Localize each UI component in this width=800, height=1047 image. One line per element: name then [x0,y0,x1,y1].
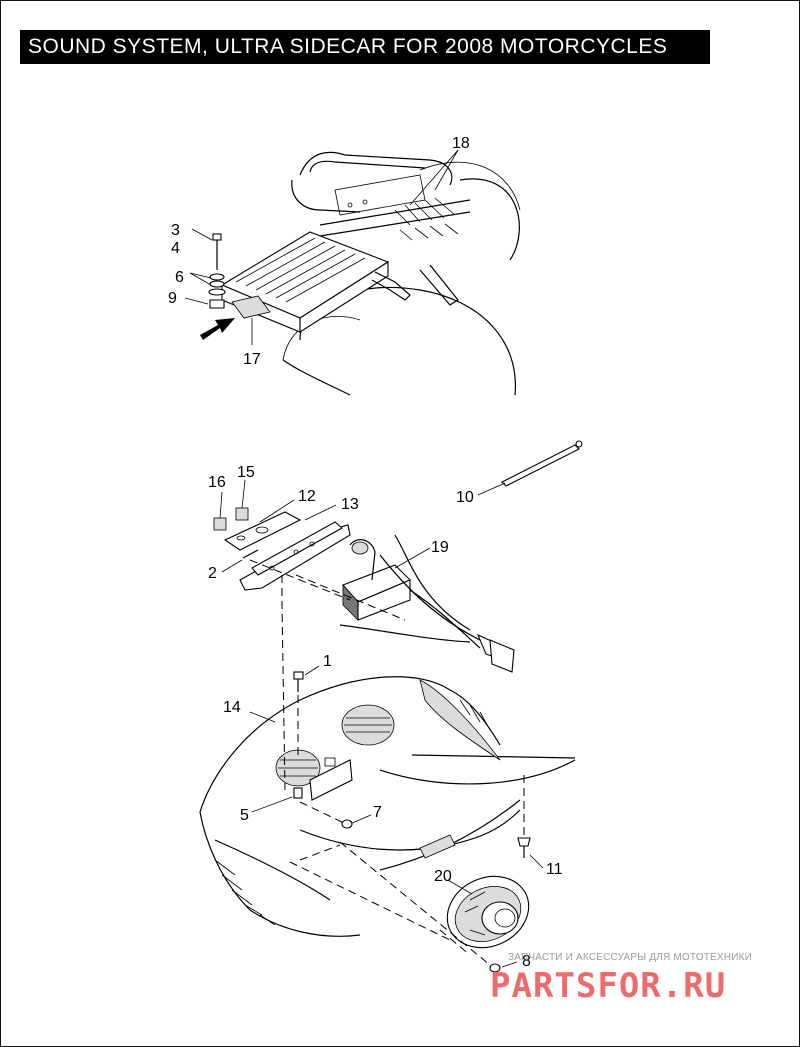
callout-18: 18 [452,135,470,152]
screw-2 [242,549,259,559]
spacer-5 [293,787,303,799]
callout-13: 13 [341,496,359,513]
bolt-washer-stack [208,233,226,309]
callout-5: 5 [240,807,249,824]
callout-8: 8 [522,953,531,970]
callout-7: 7 [373,804,382,821]
page-title: SOUND SYSTEM, ULTRA SIDECAR FOR 2008 MOT… [20,30,710,64]
callout-17: 17 [243,351,261,368]
nut-8 [489,963,501,973]
speed-nut-16 [213,517,227,531]
callout-11: 11 [546,861,563,878]
gasket-12 [223,511,302,551]
watermark-logo: PARTSFOR.RU [490,966,726,1006]
callout-3: 3 [171,222,180,239]
cable-tie [501,440,583,487]
callout-1: 1 [323,653,332,670]
callout-19: 19 [431,539,449,556]
callout-15: 15 [237,464,255,481]
callout-14: 14 [223,699,241,716]
callout-4: 4 [171,240,180,257]
callout-2: 2 [208,565,217,582]
callout-10: 10 [456,489,474,506]
speed-nut-15 [235,507,249,521]
callout-leaders [184,149,544,968]
watermark-subtitle: ЗАПЧАСТИ И АКСЕССУАРЫ ДЛЯ МОТОТЕХНИКИ [508,952,752,963]
callout-12: 12 [298,488,316,505]
sidecar-body-lid [199,676,576,937]
mounting-bracket-13 [239,521,351,591]
wiring-harness-module [339,534,515,673]
speaker-20 [446,875,530,949]
direction-arrow-icon [200,318,235,340]
callout-20: 20 [434,868,452,885]
installation-lines [249,559,525,966]
grommet-7 [341,819,353,829]
screw-1 [293,671,304,692]
callout-6: 6 [175,269,184,286]
callout-16: 16 [208,474,226,491]
callout-9: 9 [168,290,177,307]
screw-11 [517,837,531,858]
amplifier-unit [220,231,411,334]
